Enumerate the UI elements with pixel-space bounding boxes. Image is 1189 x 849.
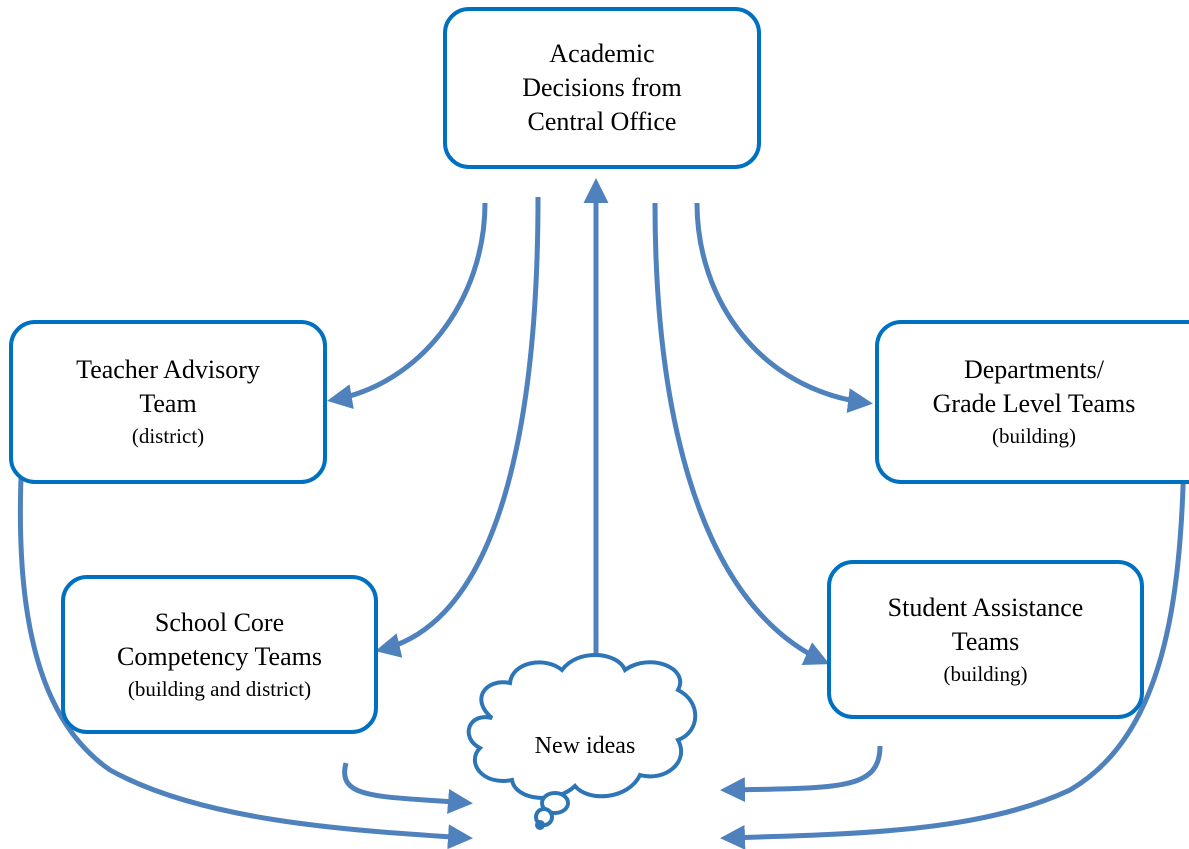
arrow-central-to-student-assistance (652, 202, 830, 665)
departments-grade-level-teams-box: Departments/ Grade Level Teams (building… (875, 320, 1189, 484)
teacher-advisory-line-1: Teacher Advisory (76, 355, 260, 384)
new-ideas-cloud-icon (466, 653, 698, 830)
new-ideas-label: New ideas (534, 733, 636, 759)
arrow-departments-to-new-ideas (720, 329, 1187, 849)
arrow-central-to-departments (694, 202, 873, 414)
core-competency-line-1: School Core (154, 607, 285, 637)
student-assistance-line-1: Student Assistance (887, 592, 1084, 622)
teacher-advisory-team-box: Teacher Advisory Team (district) (9, 320, 327, 484)
student-assistance-scope: (building) (943, 661, 1028, 686)
core-competency-line-2: Competency Teams (117, 641, 322, 671)
central-office-line-3: Central Office (527, 107, 677, 136)
arrow-central-to-teacher-advisory (327, 202, 488, 409)
arrow-teacher-advisory-to-new-ideas (17, 324, 473, 849)
arrow-central-to-core-competency (375, 196, 541, 658)
departments-scope: (building) (992, 424, 1076, 448)
student-assistance-line-2: Teams (951, 626, 1020, 656)
central-office-box: Academic Decisions from Central Office (443, 7, 761, 169)
arrow-student-assistance-to-new-ideas (720, 745, 883, 803)
school-core-competency-teams-box: School Core Competency Teams (building a… (61, 575, 378, 734)
central-office-line-2: Decisions from (522, 73, 682, 102)
teacher-advisory-scope: (district) (131, 424, 205, 448)
core-competency-scope: (building and district) (127, 676, 312, 701)
teacher-advisory-line-2: Team (139, 389, 197, 418)
arrow-core-competency-to-new-ideas (342, 762, 473, 814)
departments-line-1: Departments/ (963, 355, 1105, 384)
central-office-line-1: Academic (549, 39, 655, 68)
student-assistance-teams-box: Student Assistance Teams (building) (827, 560, 1144, 719)
departments-line-2: Grade Level Teams (932, 389, 1136, 418)
